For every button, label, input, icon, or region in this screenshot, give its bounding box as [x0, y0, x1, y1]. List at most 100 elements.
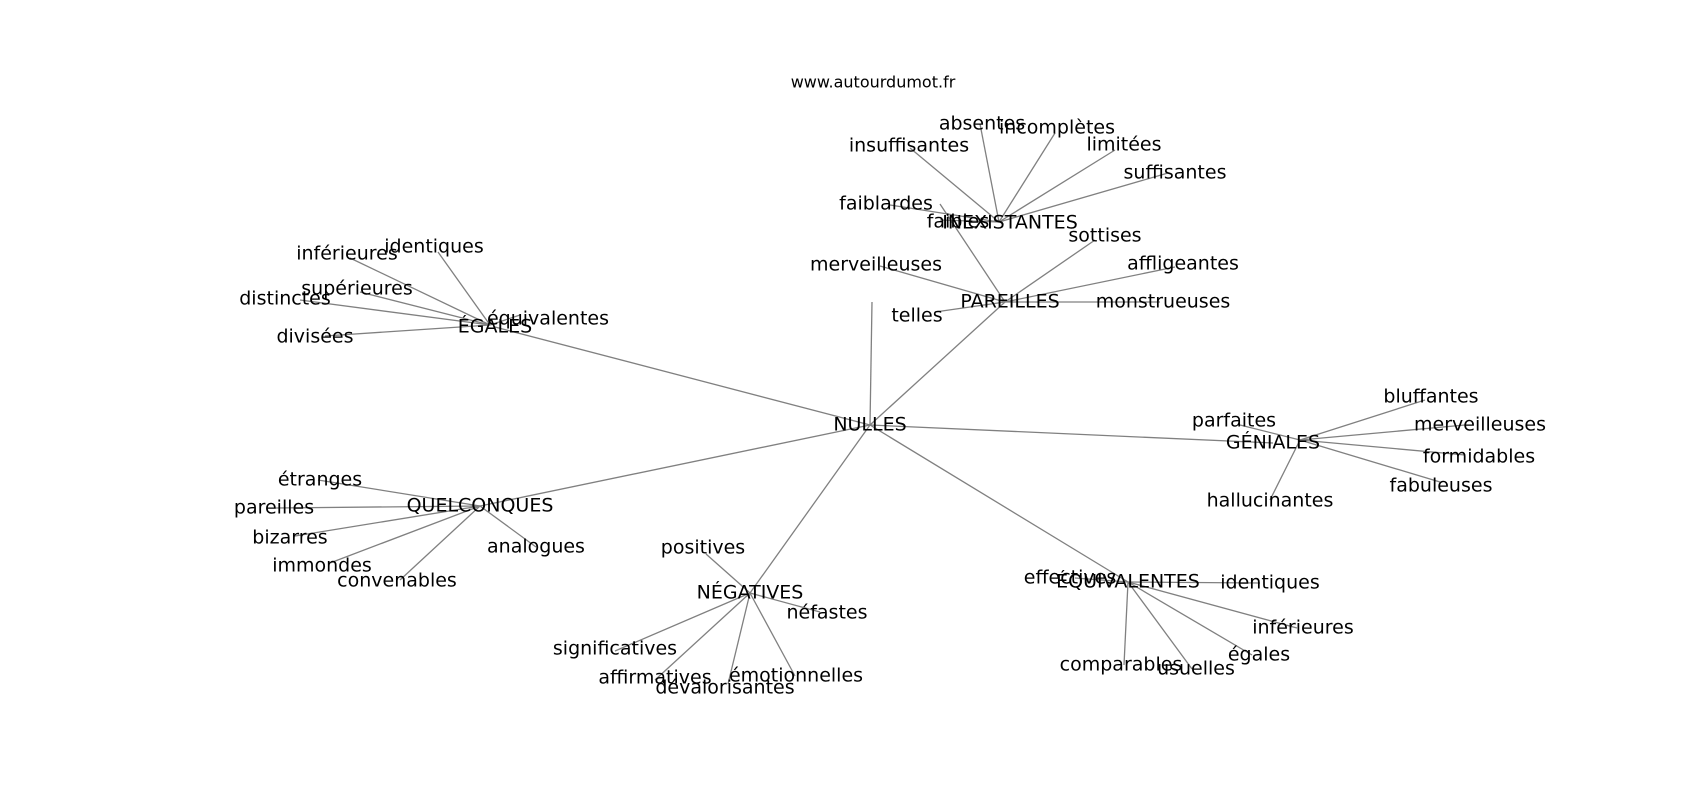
leaf-node[interactable]: émotionnelles — [729, 665, 863, 687]
graph-edge — [979, 123, 1000, 223]
leaf-node[interactable]: incomplètes — [999, 117, 1115, 139]
graph-edge — [1074, 577, 1129, 583]
graph-edge — [869, 424, 1129, 583]
graph-edge — [998, 132, 1056, 223]
graph-edge — [437, 251, 491, 326]
hub-node-quelconques[interactable]: QUELCONQUES — [407, 495, 554, 517]
leaf-node[interactable]: néfastes — [786, 602, 867, 624]
graph-edge — [727, 592, 751, 685]
leaf-node[interactable]: significatives — [553, 638, 677, 660]
graph-edge — [939, 203, 1006, 303]
graph-edge — [479, 424, 871, 507]
leaf-node[interactable]: faibles — [927, 211, 990, 233]
hub-node-negatives[interactable]: NÉGATIVES — [697, 581, 804, 604]
leaf-node[interactable]: sottises — [1068, 225, 1141, 247]
graph-edge — [274, 505, 481, 509]
hub-node-pareilles[interactable]: PAREILLES — [960, 291, 1059, 313]
leaf-node[interactable]: divisées — [276, 326, 353, 348]
graph-edge — [1127, 581, 1298, 629]
leaf-node[interactable]: immondes — [272, 555, 372, 577]
leaf-node[interactable]: effectives — [1024, 567, 1116, 589]
leaf-node[interactable]: inférieures — [296, 243, 398, 265]
leaf-node[interactable]: limitées — [1086, 134, 1161, 156]
leaf-node[interactable]: merveilleuses — [1414, 414, 1546, 436]
graph-edge — [399, 505, 481, 581]
graph-edge — [494, 326, 871, 426]
leaf-node[interactable]: insuffisantes — [849, 135, 969, 157]
leaf-node[interactable]: égales — [1228, 644, 1290, 666]
leaf-node[interactable]: analogues — [487, 536, 585, 558]
leaf-node[interactable]: équivalentes — [487, 308, 609, 330]
graph-edge — [869, 301, 1006, 426]
leaf-node[interactable]: identiques — [1220, 572, 1320, 594]
leaf-node[interactable]: formidables — [1423, 446, 1535, 468]
hub-node-equivalentes[interactable]: ÉQUIVALENTES — [1056, 570, 1200, 593]
graph-edge — [299, 299, 491, 326]
graph-edge — [294, 505, 481, 537]
graph-edge — [998, 149, 1116, 223]
leaf-node[interactable]: supérieures — [301, 278, 413, 300]
leaf-node[interactable]: fabuleuses — [1390, 475, 1493, 497]
leaf-node[interactable]: comparables — [1060, 654, 1183, 676]
graph-edge — [359, 291, 491, 326]
graph-edge — [1299, 439, 1441, 483]
graph-edge — [1127, 581, 1253, 656]
graph-edges — [274, 123, 1466, 685]
graph-edge — [934, 301, 1006, 313]
leaf-node[interactable]: bluffantes — [1383, 386, 1478, 408]
graph-edge — [869, 424, 1274, 444]
leaf-node[interactable]: monstrueuses — [1096, 291, 1231, 313]
leaf-node[interactable]: hallucinantes — [1207, 490, 1334, 512]
graph-edge — [1239, 424, 1301, 441]
graph-edge — [909, 147, 1000, 223]
leaf-node[interactable]: affligeantes — [1127, 253, 1239, 275]
graph-edge — [317, 479, 481, 507]
leaf-node[interactable]: pareilles — [234, 497, 314, 519]
leaf-node[interactable]: distinctes — [239, 288, 331, 310]
graph-edge — [705, 553, 751, 594]
graph-edge — [749, 424, 871, 594]
graph-edge — [1127, 581, 1261, 584]
graph-edge — [749, 592, 821, 613]
graph-edge — [749, 592, 796, 677]
graph-edge — [998, 172, 1169, 223]
leaf-node[interactable]: convenables — [337, 570, 457, 592]
graph-edge — [889, 204, 1000, 223]
leaf-node[interactable]: étranges — [278, 469, 362, 491]
graph-edge — [1299, 399, 1426, 441]
graph-edge — [1299, 424, 1466, 441]
graph-edge — [1004, 239, 1096, 303]
graph-labels: www.autourdumot.fr NULLES INEXISTANTES a… — [234, 73, 1546, 699]
graph-edge — [329, 505, 481, 564]
leaf-node[interactable]: suffisantes — [1124, 162, 1227, 184]
center-node[interactable]: NULLES — [833, 414, 906, 436]
leaf-node[interactable]: bizarres — [252, 527, 327, 549]
graph-edge — [479, 505, 537, 548]
graph-edge — [879, 265, 1006, 303]
graph-edge — [489, 314, 521, 326]
leaf-node[interactable]: identiques — [384, 236, 484, 258]
graph-edge — [939, 219, 1000, 223]
hub-node-inexistantes[interactable]: INEXISTANTES — [942, 212, 1078, 234]
graph-edge — [1004, 266, 1176, 303]
graph-edge — [869, 301, 873, 426]
source-label: www.autourdumot.fr — [791, 73, 956, 92]
leaf-node[interactable]: dévalorisantes — [655, 677, 794, 699]
leaf-node[interactable]: merveilleuses — [810, 254, 942, 276]
leaf-node[interactable]: parfaites — [1192, 410, 1276, 432]
graph-edge — [1127, 581, 1193, 670]
hub-node-geniales[interactable]: GÉNIALES — [1226, 431, 1320, 454]
graph-edge — [324, 324, 491, 337]
leaf-node[interactable]: usuelles — [1157, 658, 1235, 680]
leaf-node[interactable]: telles — [891, 305, 942, 327]
leaf-node[interactable]: positives — [661, 537, 745, 559]
hub-node-egales[interactable]: ÉGALES — [458, 315, 532, 338]
leaf-node[interactable]: faiblardes — [839, 193, 933, 215]
graph-edge — [654, 592, 751, 681]
graph-edge — [614, 592, 751, 652]
leaf-node[interactable]: inférieures — [1252, 617, 1354, 639]
graph-edge — [349, 257, 491, 326]
leaf-node[interactable]: affirmatives — [598, 667, 711, 689]
leaf-node[interactable]: absentes — [939, 113, 1025, 135]
